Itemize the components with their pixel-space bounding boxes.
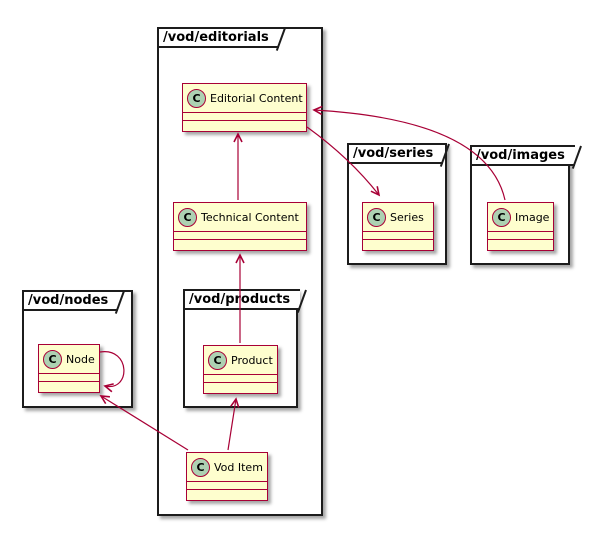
class-series: C Series [362,202,434,251]
class-stereotype-icon: C [492,207,511,227]
class-attributes-compartment [39,373,99,381]
package-tab-vod-series: /vod/series [347,143,444,164]
class-attributes-compartment [174,231,306,239]
class-stereotype-icon: C [191,457,210,477]
class-editorial-content: C Editorial Content [182,83,307,132]
class-name-row: C Series [363,203,433,231]
class-stereotype-icon: C [43,349,62,369]
class-methods-compartment [363,239,433,250]
package-vod-editorials: /vod/editorials C Editorial Content C Te… [157,27,323,516]
class-product: C Product [203,345,278,394]
class-stereotype-icon: C [367,207,386,227]
package-label-vod-series: /vod/series [353,145,434,161]
package-tab-vod-images: /vod/images [470,145,575,166]
class-label-product: Product [231,353,273,367]
class-image: C Image [487,202,554,251]
class-name-row: C Technical Content [174,203,306,231]
class-name-row: C Vod Item [187,453,267,481]
package-vod-nodes: /vod/nodes C Node [22,290,133,408]
class-attributes-compartment [363,231,433,239]
package-tab-vod-editorials: /vod/editorials [157,27,279,48]
class-node: C Node [38,344,100,393]
class-attributes-compartment [488,231,553,239]
package-tab-vod-products: /vod/products [183,289,301,310]
package-label-vod-editorials: /vod/editorials [163,29,269,45]
class-methods-compartment [488,239,553,250]
class-label-series: Series [390,210,424,224]
class-methods-compartment [174,239,306,250]
class-name-row: C Product [204,346,277,374]
class-label-image: Image [515,210,550,224]
class-label-node: Node [66,352,95,366]
package-vod-images: /vod/images C Image [470,145,575,265]
package-label-vod-products: /vod/products [189,291,291,307]
class-label-technical-content: Technical Content [201,210,299,224]
class-label-editorial-content: Editorial Content [210,91,303,105]
class-methods-compartment [187,489,267,500]
class-stereotype-icon: C [187,88,206,108]
package-vod-series: /vod/series C Series [347,143,447,265]
class-methods-compartment [183,120,306,131]
class-name-row: C Editorial Content [183,84,306,112]
package-label-vod-images: /vod/images [476,147,565,163]
class-attributes-compartment [187,481,267,489]
class-stereotype-icon: C [208,350,227,370]
class-technical-content: C Technical Content [173,202,307,251]
package-vod-products: /vod/products C Product [183,289,301,408]
class-methods-compartment [204,382,277,393]
class-vod-item: C Vod Item [186,452,268,501]
class-methods-compartment [39,381,99,392]
class-name-row: C Node [39,345,99,373]
package-tab-vod-nodes: /vod/nodes [22,290,119,311]
class-attributes-compartment [183,112,306,120]
class-name-row: C Image [488,203,553,231]
class-attributes-compartment [204,374,277,382]
class-label-vod-item: Vod Item [214,460,263,474]
class-stereotype-icon: C [178,207,197,227]
package-label-vod-nodes: /vod/nodes [28,292,109,308]
